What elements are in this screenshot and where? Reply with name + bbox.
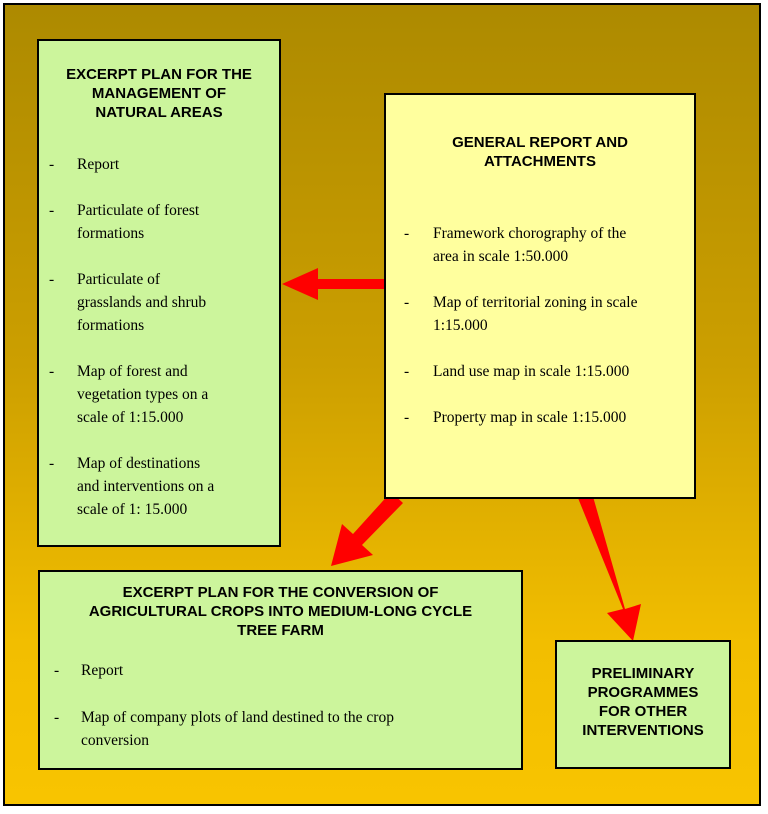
list-item-line: and interventions on a bbox=[77, 478, 215, 495]
list-dash: - bbox=[404, 409, 410, 426]
arrow-to-natural-areas bbox=[282, 268, 386, 300]
list-item: Map of forest and vegetation types on a … bbox=[77, 360, 208, 429]
list-item-line: 1:15.000 bbox=[433, 317, 488, 334]
list-item-line: vegetation types on a bbox=[77, 386, 209, 403]
list-item-line: area in scale 1:50.000 bbox=[433, 248, 569, 265]
list-item: Particulate of grasslands and shrub form… bbox=[77, 268, 206, 337]
list-item: Report bbox=[81, 659, 123, 682]
list-item-line: Map of forest and bbox=[77, 363, 188, 380]
natural-areas-title-line: MANAGEMENT OF bbox=[91, 85, 227, 102]
preliminary-box: PRELIMINARY PROGRAMMES FOR OTHER INTERVE… bbox=[555, 640, 731, 769]
list-item-line: Framework chorography of the bbox=[433, 225, 627, 242]
preliminary-title-line: INTERVENTIONS bbox=[582, 722, 704, 739]
list-item-line: Map of company plots of land destined to… bbox=[81, 709, 394, 726]
natural-areas-title-line: EXCERPT PLAN FOR THE bbox=[66, 66, 252, 83]
conversion-title-line: TREE FARM bbox=[237, 622, 324, 639]
conversion-title: EXCERPT PLAN FOR THE CONVERSION OF AGRIC… bbox=[40, 583, 521, 640]
list-item-line: Property map in scale 1:15.000 bbox=[433, 409, 627, 426]
list-item-line: conversion bbox=[81, 732, 150, 749]
list-item-line: Report bbox=[77, 156, 120, 173]
arrow-to-conversion bbox=[331, 492, 403, 566]
list-item: Particulate of forest formations bbox=[77, 199, 199, 245]
general-report-title: GENERAL REPORT AND ATTACHMENTS bbox=[386, 133, 694, 171]
list-item-line: Map of destinations bbox=[77, 455, 201, 472]
list-dash: - bbox=[49, 156, 55, 173]
list-item: Map of territorial zoning in scale 1:15.… bbox=[433, 291, 637, 337]
natural-areas-title-line: NATURAL AREAS bbox=[95, 104, 223, 121]
list-item-line: Particulate of forest bbox=[77, 202, 200, 219]
list-item-line: Land use map in scale 1:15.000 bbox=[433, 363, 630, 380]
list-item: Report bbox=[77, 153, 119, 176]
preliminary-title-line: FOR OTHER bbox=[598, 703, 688, 720]
list-item-line: Map of territorial zoning in scale bbox=[433, 294, 638, 311]
list-item-line: Report bbox=[81, 662, 124, 679]
list-dash: - bbox=[404, 294, 410, 311]
natural-areas-title: EXCERPT PLAN FOR THE MANAGEMENT OF NATUR… bbox=[39, 65, 279, 122]
list-item: Property map in scale 1:15.000 bbox=[433, 406, 626, 429]
general-report-title-line: ATTACHMENTS bbox=[484, 153, 596, 170]
preliminary-title-line: PRELIMINARY bbox=[591, 665, 695, 682]
list-dash: - bbox=[404, 225, 410, 242]
preliminary-title: PRELIMINARY PROGRAMMES FOR OTHER INTERVE… bbox=[557, 664, 729, 740]
list-item-line: scale of 1:15.000 bbox=[77, 409, 184, 426]
conversion-title-line: AGRICULTURAL CROPS INTO MEDIUM-LONG CYCL… bbox=[88, 603, 473, 620]
list-item-line: scale of 1: 15.000 bbox=[77, 501, 188, 518]
list-item-line: formations bbox=[77, 225, 145, 242]
list-item-line: grasslands and shrub bbox=[77, 294, 207, 311]
general-report-title-line: GENERAL REPORT AND bbox=[452, 134, 628, 151]
list-dash: - bbox=[49, 202, 55, 219]
list-item: Map of destinations and interventions on… bbox=[77, 452, 214, 521]
list-item-line: Particulate of bbox=[77, 271, 161, 288]
list-item: Land use map in scale 1:15.000 bbox=[433, 360, 629, 383]
list-dash: - bbox=[54, 662, 60, 679]
list-dash: - bbox=[49, 363, 55, 380]
conversion-title-line: EXCERPT PLAN FOR THE CONVERSION OF bbox=[122, 584, 439, 601]
list-dash: - bbox=[404, 363, 410, 380]
arrow-to-preliminary bbox=[578, 493, 641, 641]
list-dash: - bbox=[49, 455, 55, 472]
list-item: Framework chorography of the area in sca… bbox=[433, 222, 626, 268]
preliminary-title-line: PROGRAMMES bbox=[587, 684, 699, 701]
list-item: Map of company plots of land destined to… bbox=[81, 706, 394, 752]
list-dash: - bbox=[54, 709, 60, 726]
general-report-box: GENERAL REPORT AND ATTACHMENTS - Framewo… bbox=[384, 93, 696, 499]
list-item-line: formations bbox=[77, 317, 145, 334]
natural-areas-box: EXCERPT PLAN FOR THE MANAGEMENT OF NATUR… bbox=[37, 39, 281, 547]
list-dash: - bbox=[49, 271, 55, 288]
conversion-box: EXCERPT PLAN FOR THE CONVERSION OF AGRIC… bbox=[38, 570, 523, 770]
